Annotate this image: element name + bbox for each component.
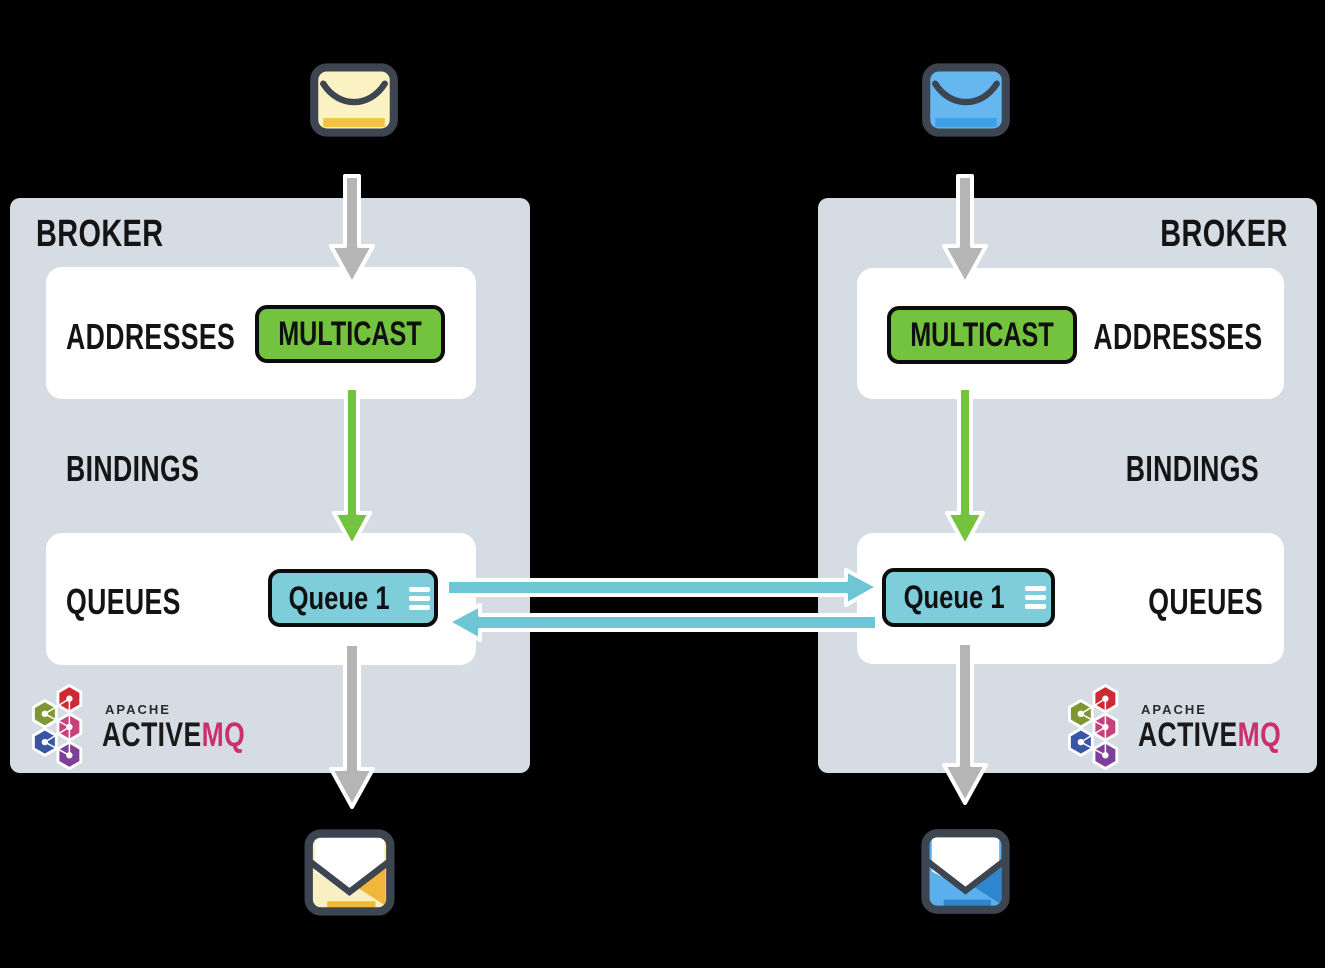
active-wordmark: ACTIVE (102, 715, 202, 754)
apache-wordmark: APACHE (105, 701, 171, 717)
activemq-logo-text: APACHE ACTIVE MQ (1138, 702, 1321, 753)
activemq-logo-right: APACHE ACTIVE MQ (1062, 684, 1321, 770)
mq-wordmark: MQ (1237, 715, 1282, 754)
closed-envelope-blue-icon (922, 63, 1010, 137)
open-envelope-yellow-icon (304, 829, 395, 916)
multicast-badge-right: MULTICAST (887, 306, 1077, 364)
list-lines-icon (409, 586, 431, 610)
multicast-badge-left: MULTICAST (255, 305, 445, 363)
list-lines-icon (1024, 586, 1046, 609)
queue-badge-label: Queue 1 (288, 579, 390, 616)
activemq-hexagon-cluster-icon (1068, 684, 1119, 770)
broker-title-left: BROKER (36, 213, 164, 255)
multicast-badge-label: MULTICAST (910, 315, 1054, 354)
activemq-hexagon-cluster-icon (32, 684, 83, 770)
closed-envelope-yellow-icon (310, 63, 398, 137)
queues-label-right: QUEUES (1148, 581, 1263, 622)
queues-label-left: QUEUES (66, 581, 181, 622)
broker-title-right: BROKER (1160, 213, 1288, 255)
bindings-label-right: BINDINGS (1125, 448, 1259, 489)
activemq-logo-text: APACHE ACTIVE MQ (102, 702, 285, 753)
multicast-badge-label: MULTICAST (278, 314, 422, 353)
addresses-label-left: ADDRESSES (66, 316, 236, 357)
queue-badge-left: Queue 1 (268, 569, 438, 627)
open-envelope-blue-icon (921, 829, 1010, 914)
activemq-logo-left: APACHE ACTIVE MQ (26, 684, 285, 770)
bindings-label-left: BINDINGS (66, 448, 200, 489)
queue-badge-right: Queue 1 (882, 568, 1055, 627)
active-wordmark: ACTIVE (1138, 715, 1238, 754)
apache-wordmark: APACHE (1141, 701, 1207, 717)
mq-wordmark: MQ (201, 715, 246, 754)
queue-badge-label: Queue 1 (903, 579, 1005, 615)
addresses-label-right: ADDRESSES (1093, 316, 1263, 357)
